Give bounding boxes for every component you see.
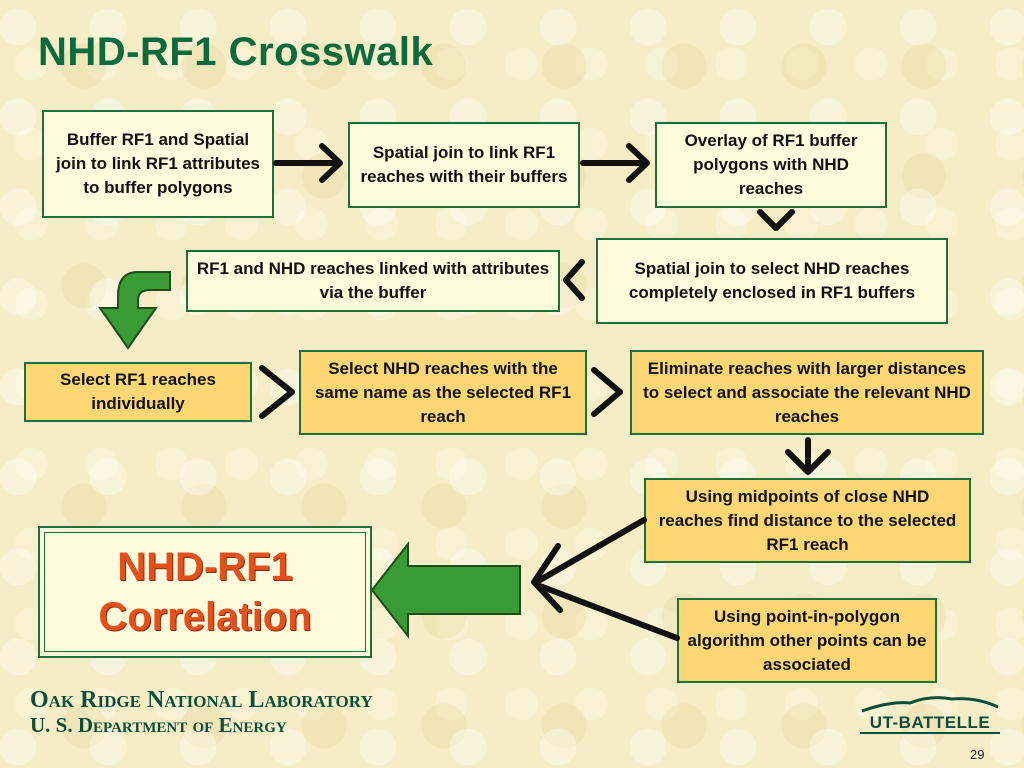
step-midpoints-distance: Using midpoints of close NHD reaches fin… xyxy=(644,478,971,563)
arrow-right-2-icon xyxy=(580,143,650,183)
step-select-rf1-reaches: Select RF1 reaches individually xyxy=(24,362,252,422)
arrow-left-1-icon xyxy=(563,259,585,301)
converge-arrow-icon xyxy=(531,517,680,641)
step-spatial-join-buffers: Spatial join to link RF1 reaches with th… xyxy=(348,122,580,208)
arrow-down-1-icon xyxy=(757,209,795,231)
step-reaches-linked: RF1 and NHD reaches linked with attribut… xyxy=(186,250,560,312)
step-select-enclosed-reaches: Spatial join to select NHD reaches compl… xyxy=(596,238,948,324)
mountain-logo-icon xyxy=(860,696,1000,734)
green-left-arrow-icon xyxy=(370,541,521,639)
step-buffer-rf1: Buffer RF1 and Spatial join to link RF1 … xyxy=(42,110,274,218)
step-select-same-name: Select NHD reaches with the same name as… xyxy=(299,350,587,435)
logo-text: UT-BATTELLE xyxy=(869,713,991,732)
arrow-down-2-icon xyxy=(785,437,831,475)
correlation-line2: Correlation xyxy=(98,595,312,639)
footer-lab-name: Oak Ridge National Laboratory xyxy=(30,687,373,713)
step-eliminate-reaches: Eliminate reaches with larger distances … xyxy=(630,350,984,435)
footer-department: U. S. Department of Energy xyxy=(30,713,287,737)
page-number: 29 xyxy=(970,747,985,762)
step-overlay-buffers: Overlay of RF1 buffer polygons with NHD … xyxy=(655,122,887,208)
correlation-line1: NHD-RF1 xyxy=(117,545,293,589)
correlation-box: NHD-RF1 Correlation xyxy=(38,526,372,658)
arrow-right-3-icon xyxy=(259,365,295,419)
slide-title: NHD-RF1 Crosswalk xyxy=(38,30,434,74)
arrow-right-1-icon xyxy=(273,143,343,183)
green-curved-arrow-icon xyxy=(98,271,171,350)
arrow-right-4-icon xyxy=(591,367,623,417)
ut-battelle-logo: UT-BATTELLE xyxy=(860,693,1000,737)
